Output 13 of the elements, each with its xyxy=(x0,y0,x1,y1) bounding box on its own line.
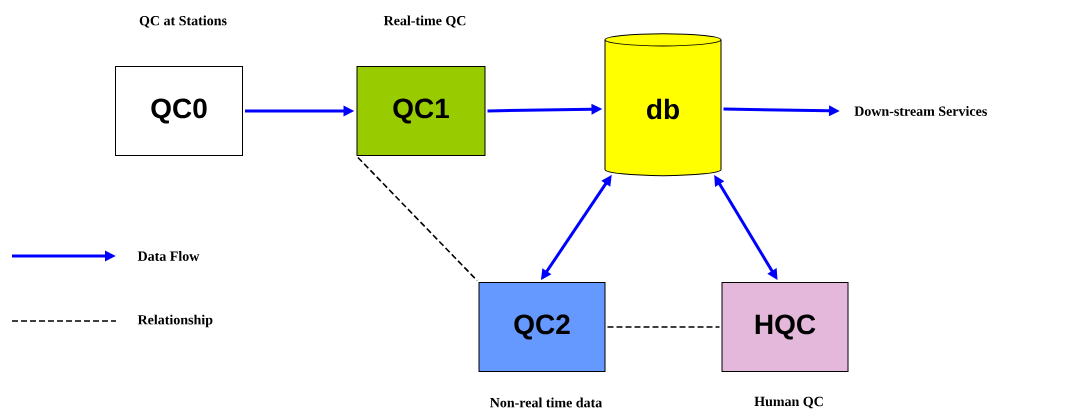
connector-line xyxy=(606,326,721,328)
node-label: Human QC xyxy=(754,396,823,409)
process-box: HQC xyxy=(721,282,849,372)
legend-label: Relationship xyxy=(137,314,213,328)
process-box: QC1 xyxy=(356,66,486,156)
node-label: Non-real time data xyxy=(490,397,603,408)
node-label: Down-stream Services xyxy=(854,106,987,116)
database-cylinder: db xyxy=(604,33,722,177)
process-box: QC2 xyxy=(478,282,606,372)
process-box: QC0 xyxy=(115,66,243,156)
node-label: QC at Stations xyxy=(139,15,227,28)
legend-label: Data Flow xyxy=(137,251,200,261)
node-label: Real-time QC xyxy=(383,15,466,28)
